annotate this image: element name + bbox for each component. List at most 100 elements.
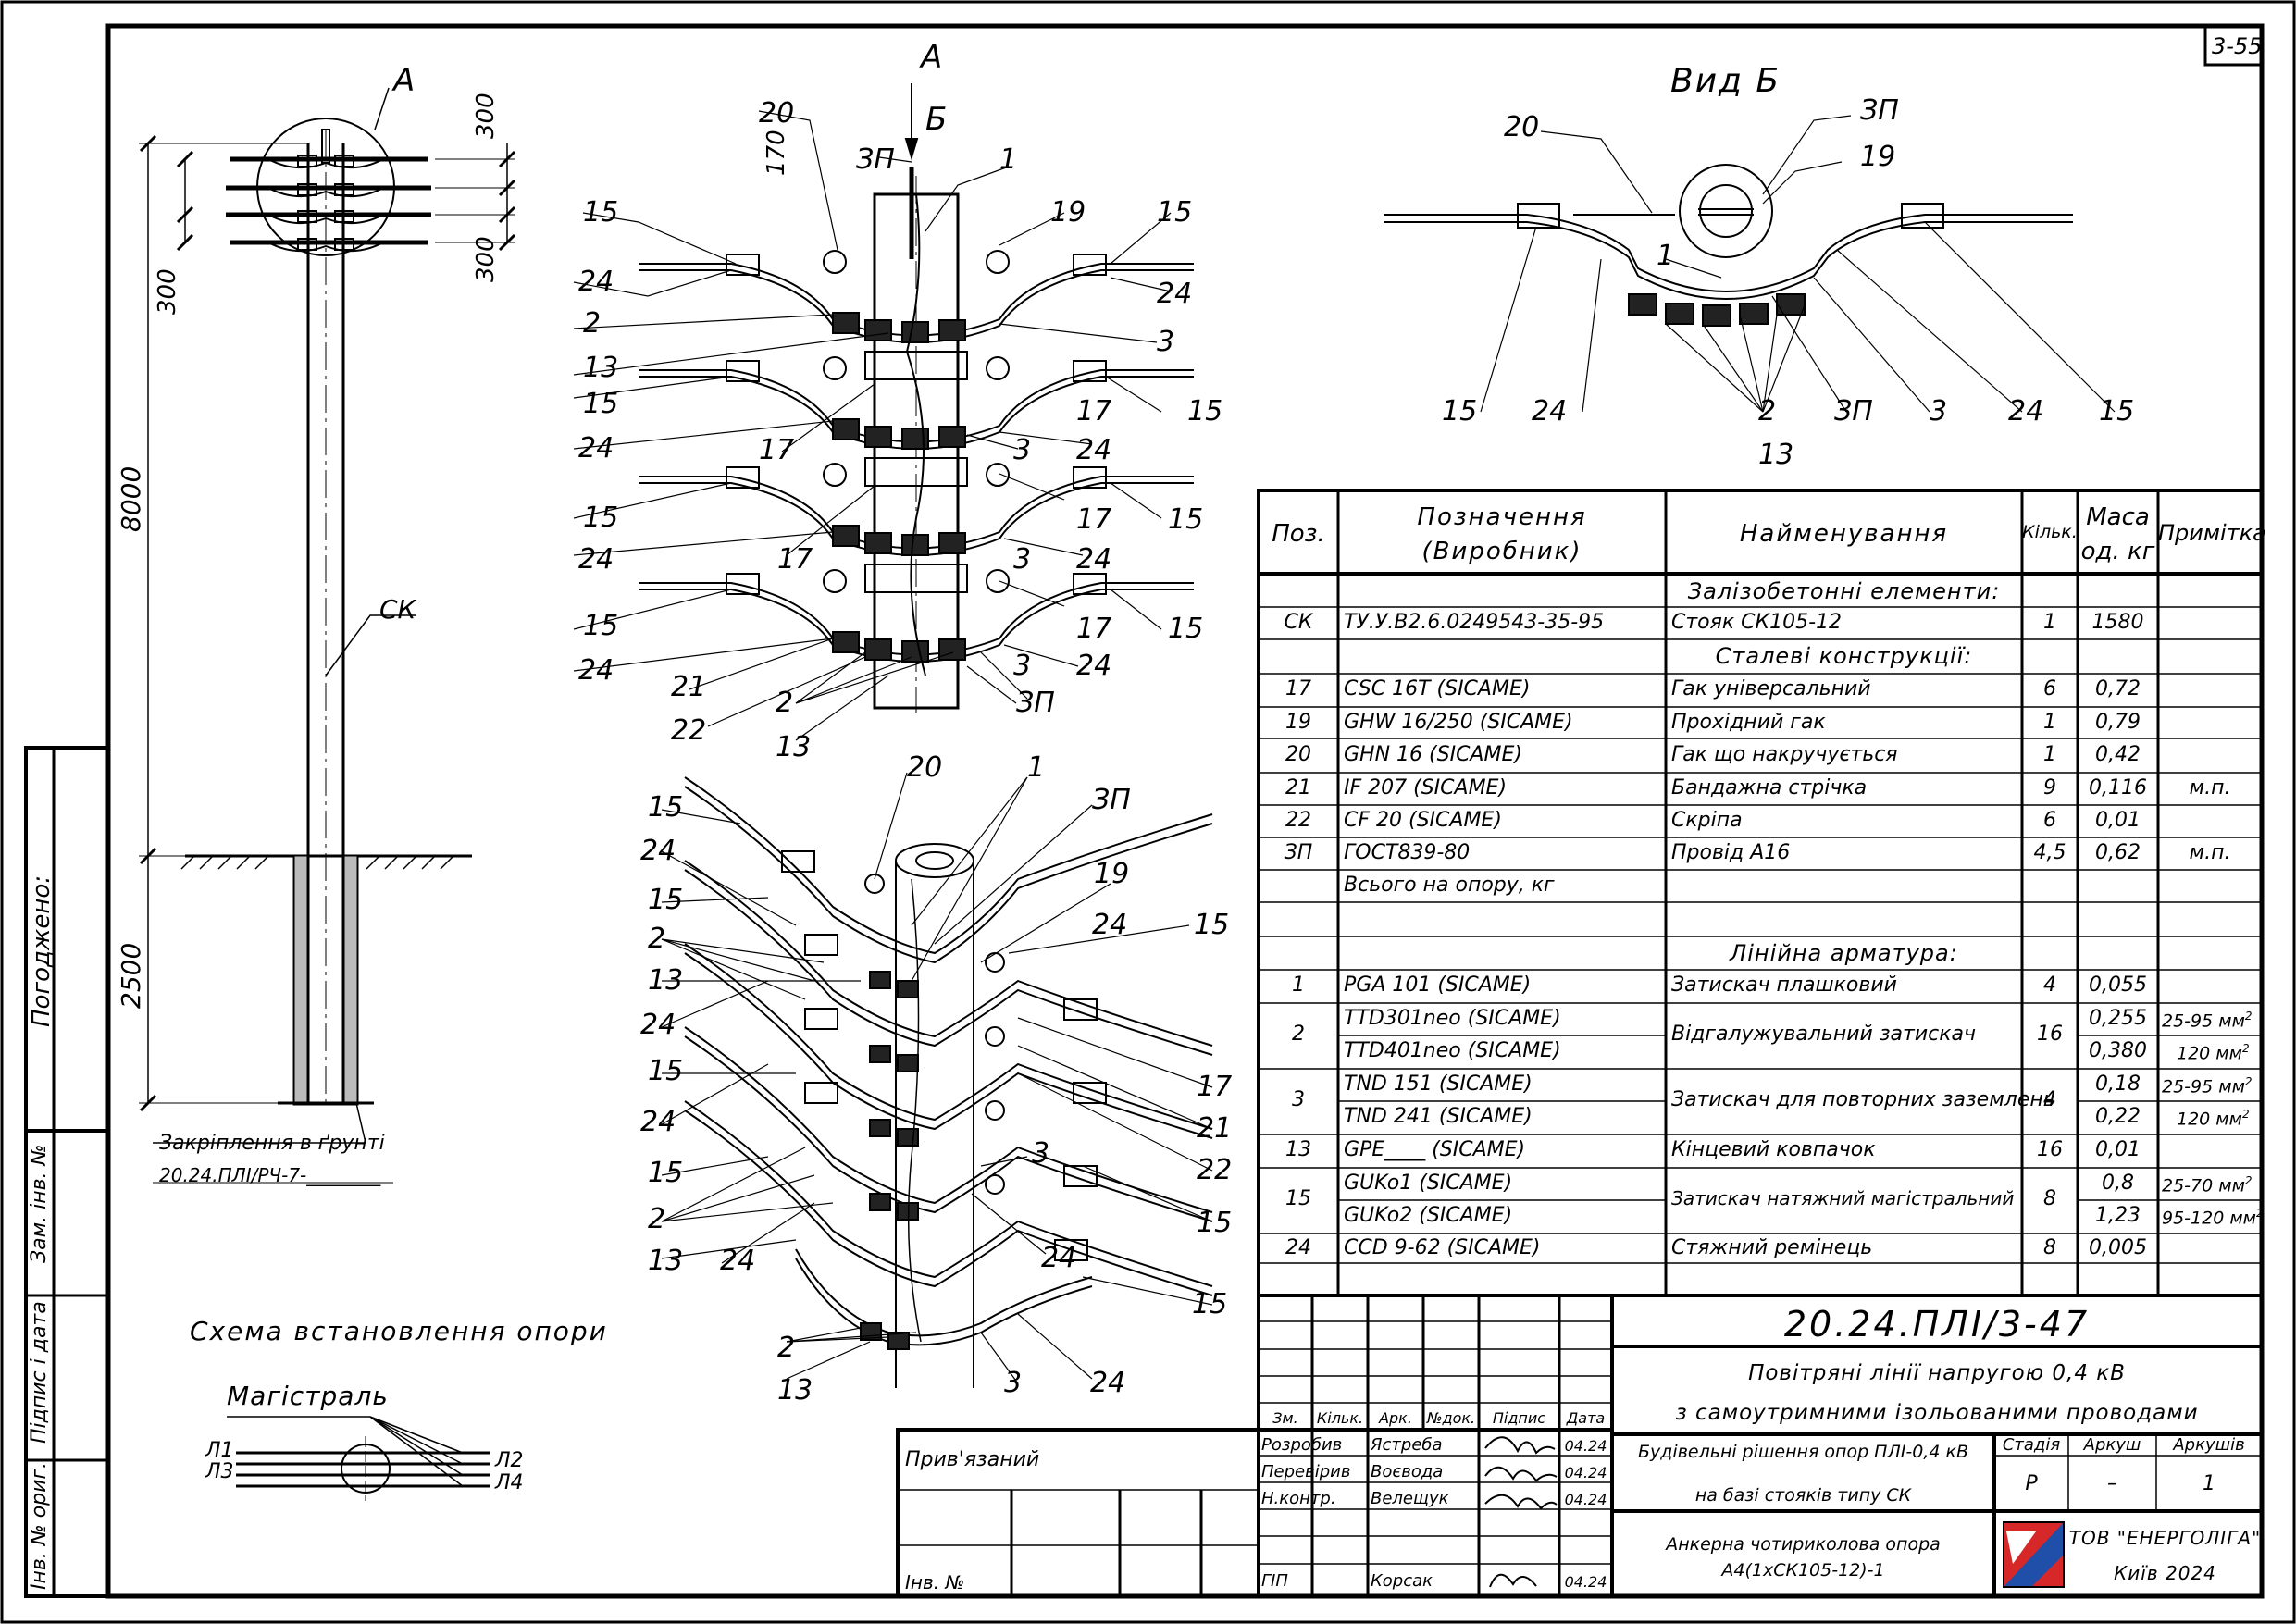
spec-cell-qty: 6	[2043, 677, 2056, 700]
spec-cell-mass: 0,72	[2095, 677, 2141, 700]
front-callout: 19	[1050, 196, 1086, 229]
spec-cell-designation: GHN 16 (SICAME)	[1344, 743, 1522, 766]
front-callout: 21	[671, 671, 707, 703]
pole-dim-lower: 300	[472, 236, 500, 282]
front-callout: 3	[1157, 326, 1175, 358]
pole-label: СК	[379, 594, 416, 625]
spec-cell-name: Відгалужувальний затискач	[1671, 1023, 1976, 1046]
spec-cell-pos: 24	[1285, 1236, 1311, 1259]
iso-callout: 24	[640, 1009, 676, 1041]
spec-cell-designation: CSC 16T (SICAME)	[1344, 677, 1531, 700]
view-b-callout: 13	[1758, 439, 1794, 471]
tb-person: Ястреба	[1371, 1435, 1443, 1455]
iso-callout: 13	[648, 964, 684, 997]
tb-person: Воєвода	[1371, 1462, 1444, 1481]
iso-callout: 1	[1027, 751, 1046, 784]
company-name: ТОВ "ЕНЕРГОЛІГА"	[2068, 1527, 2262, 1549]
spec-cell-mass: 0,62	[2095, 841, 2141, 864]
spec-cell-name: Провід А16	[1671, 841, 1791, 864]
front-callout: 15	[1157, 196, 1193, 229]
iso-callout: 21	[1197, 1112, 1233, 1145]
iso-callout: 17	[1197, 1071, 1233, 1103]
iso-callout: 15	[1197, 1207, 1233, 1239]
spec-cell-note: 25-95 мм2	[2162, 1075, 2253, 1097]
tb-role: Н.контр.	[1261, 1489, 1336, 1508]
view-b-callout: 24	[2008, 395, 2044, 428]
tb-date: 04.24	[1564, 1437, 1607, 1455]
iso-callout: 24	[1092, 909, 1128, 941]
front-callout: 24	[1076, 543, 1112, 576]
iso-callout: 24	[1090, 1367, 1126, 1399]
front-callout: 2	[583, 307, 602, 340]
spec-cell-note: 120 мм2	[2177, 1042, 2250, 1064]
drawing-desc-2: з самоутримними ізольованими проводами	[1675, 1401, 2199, 1425]
tb-item-2: А4(1хСК105-12)-1	[1721, 1560, 1885, 1581]
spec-cell-name: Прохідний гак	[1671, 711, 1826, 734]
spec-cell-name: Скріпа	[1671, 809, 1743, 832]
foundation-note: Закріплення в ґрунті	[159, 1132, 385, 1155]
spec-cell-name: Затискач плашковий	[1671, 973, 1897, 997]
view-b-callout: 3	[1930, 395, 1948, 428]
spec-cell-mass: 0,79	[2095, 711, 2141, 734]
company-logo	[2003, 1521, 2065, 1588]
front-callout: 17	[1076, 503, 1112, 536]
tb-col-head: Підпис	[1492, 1409, 1546, 1427]
spec-header-qty: Кільк.	[2022, 522, 2078, 542]
view-b-callout: ЗП	[1834, 395, 1873, 428]
tb-stage: Р	[2025, 1472, 2038, 1495]
tb-col-head: Кільк.	[1316, 1409, 1364, 1427]
spec-cell-pos: 19	[1285, 711, 1311, 734]
front-view-mark: Б	[925, 101, 948, 138]
pole-section-label: А	[393, 62, 416, 99]
front-callout: 24	[1157, 278, 1193, 310]
iso-callout: 3	[1004, 1367, 1023, 1399]
spec-cell-pos: 2	[1292, 1023, 1305, 1046]
scheme-line-l3: Л3	[205, 1460, 234, 1483]
tb-bound: Прив'язаний	[905, 1448, 1040, 1471]
spec-cell-name: Затискач натяжний магістральний	[1671, 1187, 2015, 1209]
iso-callout: 15	[1192, 1288, 1228, 1320]
spec-cell-pos: 3	[1292, 1088, 1305, 1111]
spec-cell-note: 25-70 мм2	[2162, 1174, 2253, 1196]
front-callout: 24	[1076, 650, 1112, 682]
spec-cell-pos: 15	[1285, 1187, 1311, 1210]
spec-cell-pos: СК	[1284, 611, 1313, 634]
spec-header-note: Примітка	[2158, 520, 2266, 546]
scheme-subtitle: Магістраль	[227, 1381, 389, 1411]
front-callout: 15	[583, 502, 619, 534]
scheme-title: Схема встановлення опори	[190, 1316, 608, 1346]
spec-cell-name: Стояк СК105-12	[1671, 611, 1843, 634]
spec-total-label: Всього на опору, кг	[1344, 874, 1555, 897]
front-callout: 17	[1076, 395, 1112, 428]
front-callout: 13	[776, 731, 812, 763]
pole-dim-mid: 170	[763, 130, 790, 176]
iso-callout: 15	[648, 884, 684, 916]
iso-callout: 24	[640, 835, 676, 867]
iso-callout: ЗП	[1092, 784, 1131, 816]
spec-cell-designation: ГОСТ839-80	[1344, 841, 1471, 864]
tb-col-head: Дата	[1566, 1409, 1606, 1427]
spec-cell-qty: 4	[2043, 1088, 2056, 1111]
front-callout: 1	[999, 143, 1018, 176]
spec-cell-mass: 0,8	[2102, 1172, 2134, 1195]
spec-cell-qty: 16	[2037, 1023, 2063, 1046]
tb-date: 04.24	[1564, 1573, 1607, 1591]
spec-cell-qty: 8	[2043, 1187, 2056, 1210]
spec-cell-name: Гак що накручується	[1671, 743, 1898, 766]
spec-cell-designation: TTD401neo (SICAME)	[1344, 1039, 1561, 1062]
view-b-callout: ЗП	[1860, 94, 1899, 127]
iso-callout: 24	[640, 1106, 676, 1138]
spec-header-name: Найменування	[1739, 520, 1949, 548]
side-stamp-replace-inv: Зам. інв. №	[28, 1144, 51, 1264]
spec-cell-designation: CF 20 (SICAME)	[1344, 809, 1502, 832]
front-callout: 3	[1013, 543, 1032, 576]
tb-sheets: 1	[2203, 1472, 2215, 1495]
scheme-line-l1: Л1	[205, 1439, 234, 1462]
scheme-line-l2: Л2	[495, 1449, 524, 1472]
spec-cell-designation: TND 151 (SICAME)	[1344, 1072, 1533, 1096]
view-b-callout: 15	[2099, 395, 2135, 428]
front-callout: 24	[1076, 434, 1112, 466]
tb-section-1: Будівельні рішення опор ПЛІ-0,4 кВ	[1638, 1442, 1968, 1462]
spec-cell-mass: 0,116	[2089, 776, 2147, 800]
spec-cell-mass: 1580	[2091, 611, 2144, 634]
